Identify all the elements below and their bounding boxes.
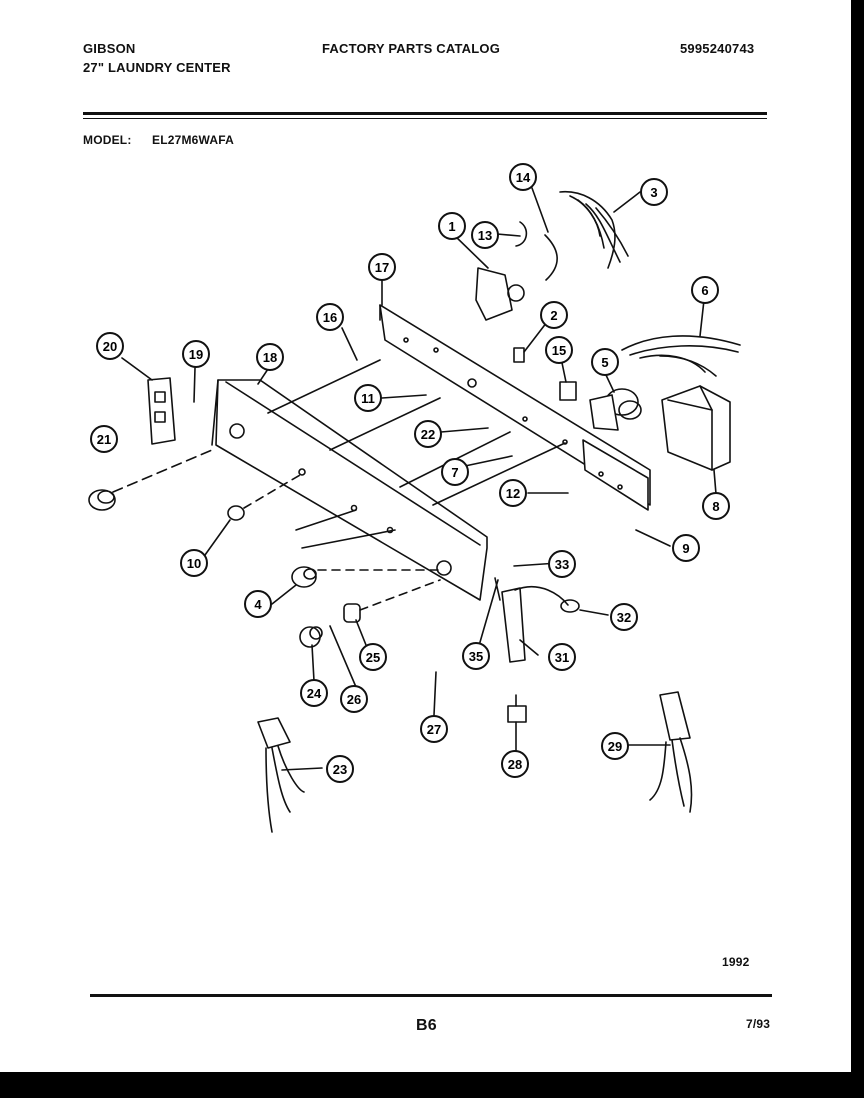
- callout-14: 14: [509, 163, 537, 191]
- svg-text:33: 33: [555, 557, 569, 572]
- callout-16: 16: [316, 303, 344, 331]
- callout-labels: 1 2 3 4 5 6 7 8 9 10 11 12 13 14 15 16 1…: [90, 163, 730, 783]
- callout-27: 27: [420, 715, 448, 743]
- callout-17: 17: [368, 253, 396, 281]
- model-label: MODEL:: [83, 133, 132, 147]
- callout-9: 9: [672, 534, 700, 562]
- callout-5: 5: [591, 348, 619, 376]
- svg-text:7: 7: [451, 465, 458, 480]
- callout-35: 35: [462, 642, 490, 670]
- svg-text:24: 24: [307, 686, 322, 701]
- svg-text:29: 29: [608, 739, 622, 754]
- svg-text:18: 18: [263, 350, 277, 365]
- svg-text:35: 35: [469, 649, 483, 664]
- footer-rule: [90, 994, 772, 997]
- diagram-year: 1992: [722, 955, 750, 969]
- callout-26: 26: [340, 685, 368, 713]
- svg-text:26: 26: [347, 692, 361, 707]
- svg-text:10: 10: [187, 556, 201, 571]
- svg-text:11: 11: [361, 391, 375, 406]
- callout-13: 13: [471, 221, 499, 249]
- svg-text:25: 25: [366, 650, 380, 665]
- svg-text:23: 23: [333, 762, 347, 777]
- callout-6: 6: [691, 276, 719, 304]
- callout-1: 1: [438, 212, 466, 240]
- callout-2: 2: [540, 301, 568, 329]
- callout-15: 15: [545, 336, 573, 364]
- callout-29: 29: [601, 732, 629, 760]
- svg-text:28: 28: [508, 757, 522, 772]
- parts-catalog-page: GIBSON 27" LAUNDRY CENTER FACTORY PARTS …: [0, 0, 851, 1072]
- callout-11: 11: [354, 384, 382, 412]
- svg-text:21: 21: [97, 432, 111, 447]
- header-rule-thin: [83, 118, 767, 119]
- svg-text:17: 17: [375, 260, 389, 275]
- callout-23: 23: [326, 755, 354, 783]
- catalog-number: 5995240743: [680, 41, 755, 56]
- svg-text:19: 19: [189, 347, 203, 362]
- svg-text:13: 13: [478, 228, 492, 243]
- svg-text:4: 4: [254, 597, 262, 612]
- svg-text:14: 14: [516, 170, 531, 185]
- callout-7: 7: [441, 458, 469, 486]
- svg-text:6: 6: [701, 283, 708, 298]
- page-number: B6: [416, 1017, 437, 1034]
- svg-text:9: 9: [682, 541, 689, 556]
- exploded-parts-diagram: 1 2 3 4 5 6 7 8 9 10 11 12 13 14 15 16 1…: [88, 163, 741, 833]
- revision-date: 7/93: [746, 1017, 771, 1031]
- svg-text:3: 3: [650, 185, 657, 200]
- svg-text:27: 27: [427, 722, 441, 737]
- callout-10: 10: [180, 549, 208, 577]
- svg-text:12: 12: [506, 486, 520, 501]
- callout-12: 12: [499, 479, 527, 507]
- callout-4: 4: [244, 590, 272, 618]
- callout-20: 20: [96, 332, 124, 360]
- callout-32: 32: [610, 603, 638, 631]
- svg-text:2: 2: [550, 308, 557, 323]
- svg-text:1: 1: [448, 219, 455, 234]
- brand-name: GIBSON: [83, 41, 136, 56]
- svg-text:16: 16: [323, 310, 337, 325]
- callout-8: 8: [702, 492, 730, 520]
- header-rule: [83, 112, 767, 115]
- callout-24: 24: [300, 679, 328, 707]
- product-name: 27" LAUNDRY CENTER: [83, 60, 231, 75]
- svg-text:22: 22: [421, 427, 435, 442]
- callout-28: 28: [501, 750, 529, 778]
- svg-text:8: 8: [712, 499, 719, 514]
- model-value: EL27M6WAFA: [152, 133, 235, 147]
- svg-text:20: 20: [103, 339, 117, 354]
- callout-19: 19: [182, 340, 210, 368]
- svg-text:5: 5: [601, 355, 608, 370]
- callout-21: 21: [90, 425, 118, 453]
- callout-25: 25: [359, 643, 387, 671]
- svg-text:15: 15: [552, 343, 566, 358]
- callout-18: 18: [256, 343, 284, 371]
- callout-31: 31: [548, 643, 576, 671]
- callout-33: 33: [548, 550, 576, 578]
- callout-22: 22: [414, 420, 442, 448]
- svg-text:32: 32: [617, 610, 631, 625]
- catalog-title: FACTORY PARTS CATALOG: [322, 41, 501, 56]
- svg-text:31: 31: [555, 650, 569, 665]
- callout-3: 3: [640, 178, 668, 206]
